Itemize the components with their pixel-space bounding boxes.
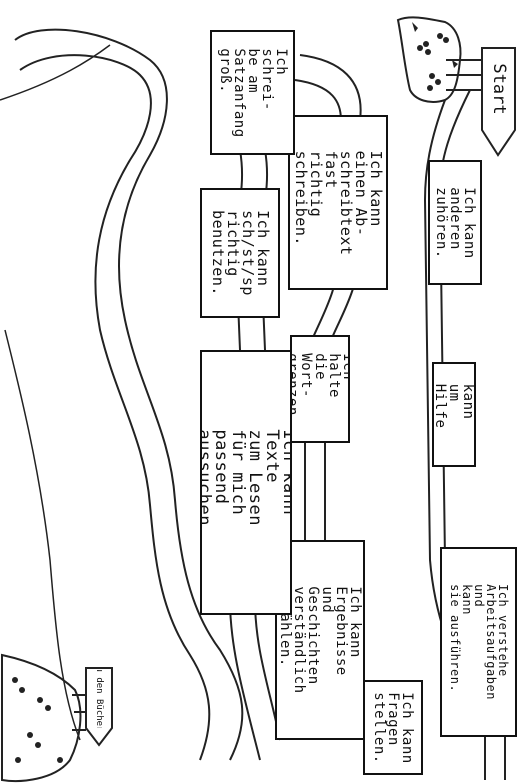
task-text-choose-texts: Ich kann Texte zum Lesen für mich passen… <box>200 429 292 536</box>
winding-river-inner <box>20 55 209 760</box>
task-text-ask-help: Ich kann um Hilfe bitten. <box>432 383 476 446</box>
task-box-word-boundaries: Ich halte die Wort- grenzen. <box>290 335 350 443</box>
task-text-understand-tasks: Ich verstehe Arbeitsaufgaben und kann si… <box>449 584 509 700</box>
task-box-understand-tasks: Ich verstehe Arbeitsaufgaben und kann si… <box>440 547 517 737</box>
task-box-sch-st-sp: Ich kann sch/st/sp richtig benutzen. <box>200 188 280 318</box>
finish-flag: Zu den Büchern <box>87 670 111 728</box>
task-text-ask-questions: Ich kann Fragen stellen. <box>372 692 414 763</box>
task-box-copy-text: Ich kann einen Ab- schreibtext fast rich… <box>288 115 388 290</box>
task-box-capital-letter: Ich schrei- be am Satzanfang groß. <box>210 30 295 155</box>
start-label: Start <box>489 63 509 114</box>
task-text-listen: Ich kann anderen zuhören. <box>434 187 476 258</box>
task-box-choose-texts: Ich kann Texte zum Lesen für mich passen… <box>200 350 292 615</box>
start-flag: Start <box>484 50 514 128</box>
flower-garden-start <box>398 17 482 102</box>
task-text-capital-letter: Ich schrei- be am Satzanfang groß. <box>218 48 288 137</box>
task-box-listen: Ich kann anderen zuhören. <box>428 160 482 285</box>
finish-label: Zu den Büchern <box>94 670 104 728</box>
task-text-word-boundaries: Ich halte die Wort- grenzen. <box>290 353 350 424</box>
task-text-sch-st-sp: Ich kann sch/st/sp richtig benutzen. <box>210 210 270 296</box>
task-box-ask-questions: Ich kann Fragen stellen. <box>363 680 423 775</box>
task-box-ask-help: Ich kann um Hilfe bitten. <box>432 362 476 467</box>
snake-body-edge <box>0 45 110 740</box>
flower-garden-finish <box>2 655 86 781</box>
task-text-copy-text: Ich kann einen Ab- schreibtext fast rich… <box>293 150 383 255</box>
